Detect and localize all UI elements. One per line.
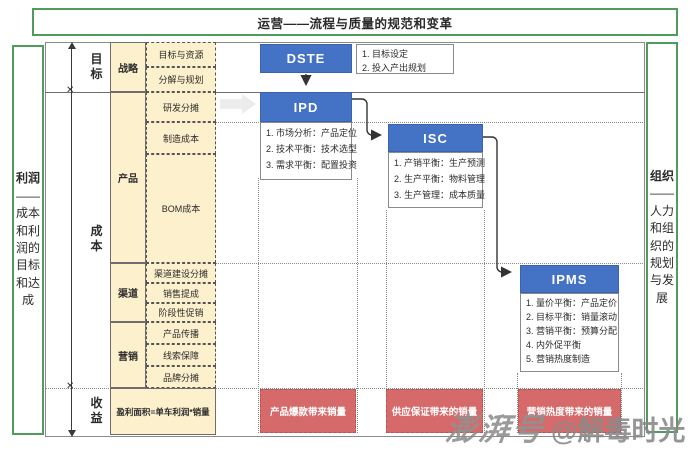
outcome-supply-assurance: 供应保证带来的销量 — [386, 389, 483, 433]
lane-isc-right — [484, 210, 485, 433]
category-channel: 渠道 — [110, 263, 146, 322]
profit-formula: 盈利面积=单车利润*销量 — [110, 388, 216, 435]
axis-tick-icon: ✕ — [66, 85, 75, 96]
ipms-item-2: 2. 目标平衡：销量滚动 — [526, 311, 618, 322]
lane-ipms-right — [621, 373, 622, 433]
dste-item-2: 2. 投入产出规划 — [362, 62, 427, 73]
ipms-item-3: 3. 营销平衡：预算分配 — [526, 325, 618, 336]
category-product: 产品 — [110, 92, 146, 263]
organization-rail-text: 组织 ——人力和组织的规划与发展 — [649, 168, 675, 307]
category-marketing: 营销 — [110, 322, 146, 388]
subitem-sales-commission: 销售提成 — [146, 283, 216, 303]
subitem-rd-allocation: 研发分摊 — [146, 92, 216, 122]
axis-arrow-up-icon — [68, 42, 76, 49]
subitem-brand-allocation: 品牌分摊 — [146, 366, 216, 388]
cost-revenue-divider — [45, 388, 645, 389]
lane-isc-left — [386, 210, 387, 433]
category-strategy: 战略 — [110, 42, 146, 92]
ipms-item-4: 4. 内外促平衡 — [526, 339, 582, 350]
process-isc-header: ISC — [388, 124, 483, 152]
lane-ipd-right — [357, 178, 358, 433]
lane-ipms-left — [517, 373, 518, 433]
subitem-stage-promotion: 阶段性促销 — [146, 303, 216, 322]
process-dste-header: DSTE — [260, 44, 352, 73]
subitem-channel-build: 渠道建设分摊 — [146, 263, 216, 283]
isc-item-1: 1. 产销平衡：生产预测 — [394, 158, 486, 168]
process-ipd-list: 1. 市场分析：产品定位 2. 技术平衡：技术选型 3. 需求平衡：配置投资 — [260, 122, 358, 180]
organization-rail-subtitle: ——人力和组织的规划与发展 — [649, 186, 674, 305]
axis-label-revenue: 收益 — [90, 396, 103, 425]
ipd-item-3: 3. 需求平衡：配置投资 — [266, 159, 358, 170]
axis-label-cost: 成本 — [90, 224, 103, 253]
axis-label-goal: 目标 — [90, 52, 103, 81]
dste-item-1: 1. 目标设定 — [362, 49, 409, 59]
subitem-decompose-plan: 分解与规划 — [146, 67, 216, 92]
subitem-product-communication: 产品传播 — [146, 322, 216, 344]
ipms-item-1: 1. 量价平衡：产品定价 — [526, 298, 618, 308]
outcome-marketing-heat: 营销热度带来的销量 — [518, 389, 621, 433]
process-ipms-header: IPMS — [520, 265, 619, 293]
ipms-item-5: 5. 营销热度制造 — [526, 353, 591, 364]
isc-item-3: 3. 生产管理：成本质量 — [394, 189, 486, 200]
process-dste-list: 1. 目标设定 2. 投入产出规划 — [356, 44, 454, 74]
process-ipms-list: 1. 量价平衡：产品定价 2. 目标平衡：销量滚动 3. 营销平衡：预算分配 4… — [520, 293, 619, 372]
profit-rail-text: 利润 ——成本和利润的目标和达成 — [15, 170, 41, 309]
dotted-divider-ipd — [216, 122, 645, 123]
subitem-manufacturing-cost: 制造成本 — [146, 122, 216, 154]
ipd-item-1: 1. 市场分析：产品定位 — [266, 128, 358, 138]
banner-title: 运营——流程与质量的规范和变革 — [257, 16, 453, 31]
ipd-item-2: 2. 技术平衡：技术选型 — [266, 143, 358, 154]
axis-tick-icon: ✕ — [66, 381, 75, 392]
subitem-lead-assurance: 线索保障 — [146, 344, 216, 366]
outcome-product-hit: 产品爆款带来销量 — [260, 389, 356, 433]
gray-right-arrow-tip-icon — [242, 94, 256, 114]
title-banner: 运营——流程与质量的规范和变革 — [32, 8, 678, 36]
organization-rail-title: 组织 — [649, 168, 674, 183]
profit-rail-subtitle: ——成本和利润的目标和达成 — [15, 188, 40, 308]
process-isc-list: 1. 产销平衡：生产预测 2. 生产平衡：物料管理 3. 生产管理：成本质量 — [388, 152, 486, 208]
dotted-divider-isc — [216, 263, 645, 264]
subitem-bom-cost: BOM成本 — [146, 154, 216, 263]
diagram-body-frame — [45, 42, 645, 437]
subitem-goals-resources: 目标与资源 — [146, 42, 216, 67]
profit-rail: 利润 ——成本和利润的目标和达成 — [12, 45, 44, 435]
profit-rail-title: 利润 — [15, 171, 40, 186]
axis-line — [71, 46, 72, 432]
isc-item-2: 2. 生产平衡：物料管理 — [394, 173, 486, 184]
lane-ipd-left — [258, 178, 259, 433]
gray-right-arrow-icon — [220, 99, 242, 109]
organization-rail: 组织 ——人力和组织的规划与发展 — [646, 42, 678, 433]
process-ipd-header: IPD — [260, 92, 352, 122]
axis-arrow-down-icon — [68, 430, 76, 437]
